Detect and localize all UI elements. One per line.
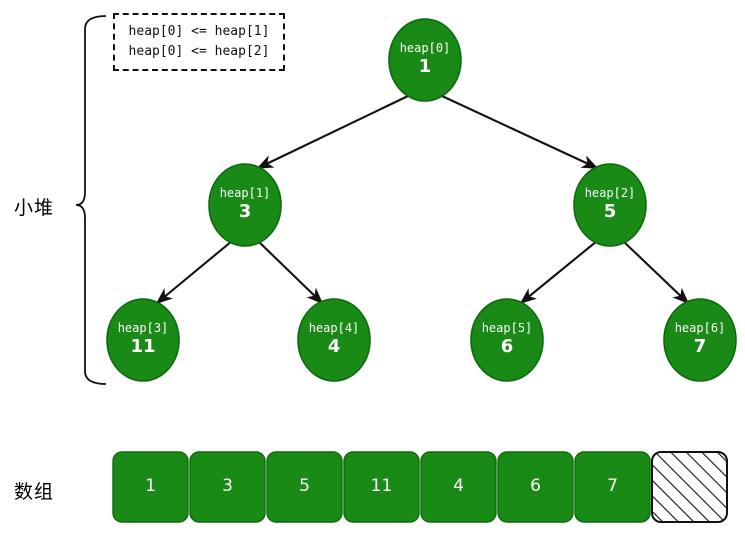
tree-edge-heap[0]-to-heap[2] <box>441 95 599 169</box>
constraint-line: heap[0] <= heap[1] <box>128 24 270 39</box>
tree-node-2[interactable] <box>573 163 647 247</box>
tree-edge-heap[1]-to-heap[3] <box>155 240 233 305</box>
tree-node-5[interactable] <box>470 298 544 382</box>
array-cell-3[interactable] <box>343 451 420 523</box>
array-cell-0[interactable] <box>112 451 189 523</box>
tree-edge-heap[2]-to-heap[6] <box>622 240 690 305</box>
tree-node-1[interactable] <box>208 163 282 247</box>
heap-section-label: 小堆 <box>14 197 55 219</box>
array-cell-1[interactable] <box>189 451 266 523</box>
constraint-line: heap[0] <= heap[2] <box>128 44 270 59</box>
brace-path <box>75 15 107 385</box>
tree-nodes <box>106 18 737 382</box>
array-cell-7-empty[interactable] <box>651 451 728 523</box>
tree-node-0[interactable] <box>388 18 462 102</box>
array-cell-6[interactable] <box>574 451 651 523</box>
array-cell-4[interactable] <box>420 451 497 523</box>
array-section-label: 数组 <box>14 481 55 503</box>
tree-edge-heap[0]-to-heap[1] <box>256 95 409 169</box>
array-cells <box>112 451 728 523</box>
tree-node-3[interactable] <box>106 298 180 382</box>
tree-node-6[interactable] <box>663 298 737 382</box>
tree-edges <box>155 95 690 305</box>
heap-property-note: heap[0] <= heap[1] heap[0] <= heap[2] <box>113 13 285 71</box>
array-cell-5[interactable] <box>497 451 574 523</box>
tree-edge-heap[1]-to-heap[4] <box>257 240 324 305</box>
heap-range-brace <box>75 15 107 385</box>
tree-edge-heap[2]-to-heap[5] <box>519 240 598 305</box>
tree-node-4[interactable] <box>297 298 371 382</box>
array-cell-2[interactable] <box>266 451 343 523</box>
